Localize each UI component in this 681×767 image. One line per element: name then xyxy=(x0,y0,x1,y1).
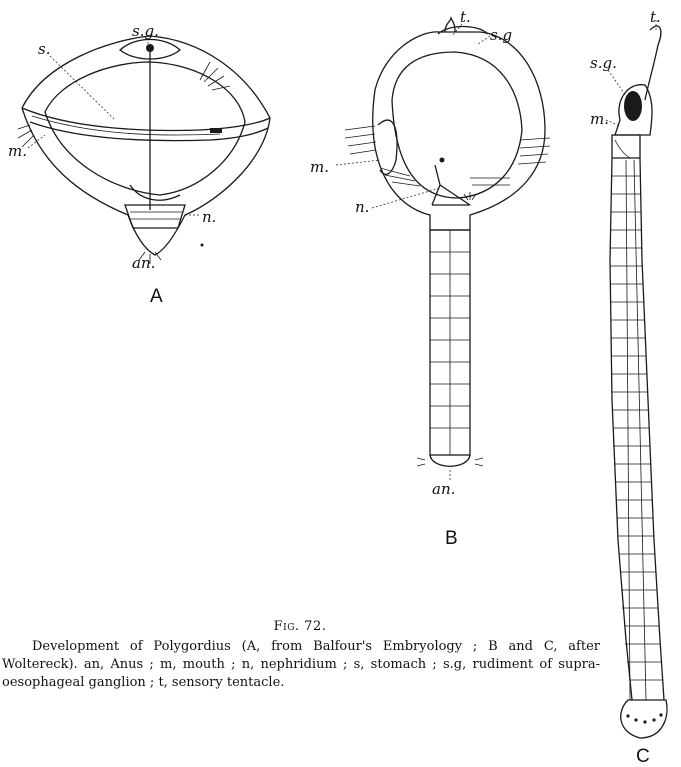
panel-label-c: C xyxy=(636,746,650,767)
label-b-m-leader xyxy=(336,160,380,165)
label-c-sg: s.g. xyxy=(590,54,617,72)
figure-caption: Fig. 72. Development of Polygordius (A, … xyxy=(0,618,600,692)
label-c-t: t. xyxy=(650,8,661,26)
label-a-s-leader xyxy=(50,56,115,120)
label-c-m: m. xyxy=(590,110,609,128)
label-a-an: an. xyxy=(132,254,155,272)
label-a-m: m. xyxy=(8,142,27,160)
label-b-m: m. xyxy=(310,158,329,176)
label-a-s: s. xyxy=(38,40,50,58)
caption-text: Development of Polygordius (A, from Balf… xyxy=(0,638,600,692)
panel-label-b: B xyxy=(445,528,458,549)
label-b-sg: s.g xyxy=(490,26,512,44)
worm-c-drawing xyxy=(606,20,667,738)
label-a-sg: s.g. xyxy=(132,22,159,40)
figure-number: Fig. 72. xyxy=(0,618,600,636)
larva-a-drawing xyxy=(18,36,270,264)
label-a-n: n. xyxy=(202,208,216,226)
label-c-sg-leader xyxy=(608,70,626,96)
label-b-n: n. xyxy=(355,198,369,216)
label-b-sg-leader xyxy=(478,36,490,44)
label-b-t: t. xyxy=(460,8,471,26)
panel-label-a: A xyxy=(150,286,163,307)
label-b-n-leader xyxy=(372,188,440,208)
larva-b-drawing xyxy=(336,18,550,480)
label-b-an: an. xyxy=(432,480,455,498)
